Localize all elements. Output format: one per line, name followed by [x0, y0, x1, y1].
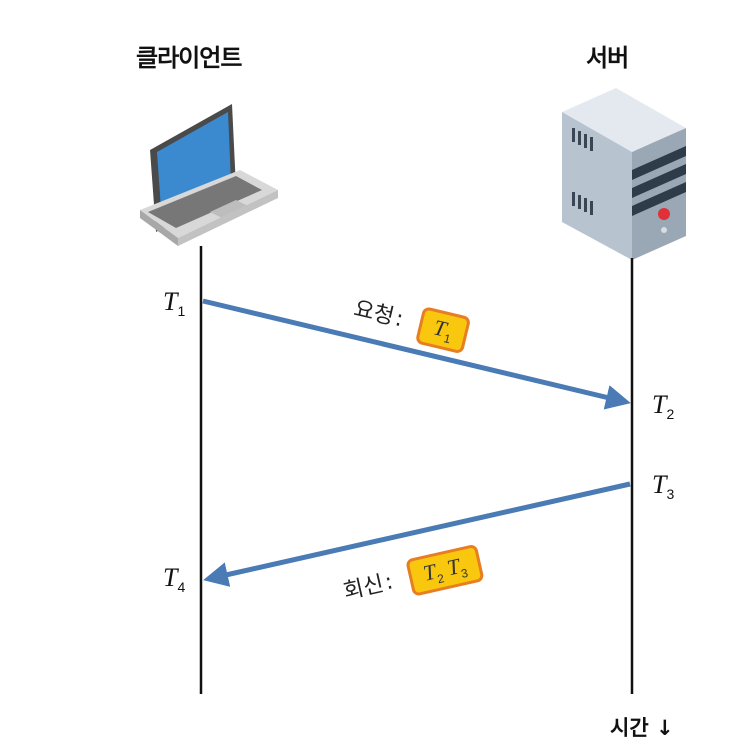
- server-icon: [562, 88, 686, 260]
- response-label: 회신: [341, 571, 387, 605]
- time-axis-label: 시간 ↓: [610, 716, 674, 740]
- client-title: 클라이언트: [136, 44, 242, 72]
- t1-label: T1: [163, 287, 186, 320]
- response-arrow: [203, 481, 631, 587]
- t4-label: T4: [163, 563, 186, 596]
- request-arrow: [202, 298, 631, 410]
- laptop-icon: [140, 104, 278, 246]
- server-title: 서버: [586, 44, 629, 72]
- down-arrow-icon: ↓: [655, 716, 674, 740]
- t3-label: T3: [652, 470, 675, 503]
- request-label: 요청: [351, 296, 397, 331]
- t2-label: T2: [652, 390, 675, 423]
